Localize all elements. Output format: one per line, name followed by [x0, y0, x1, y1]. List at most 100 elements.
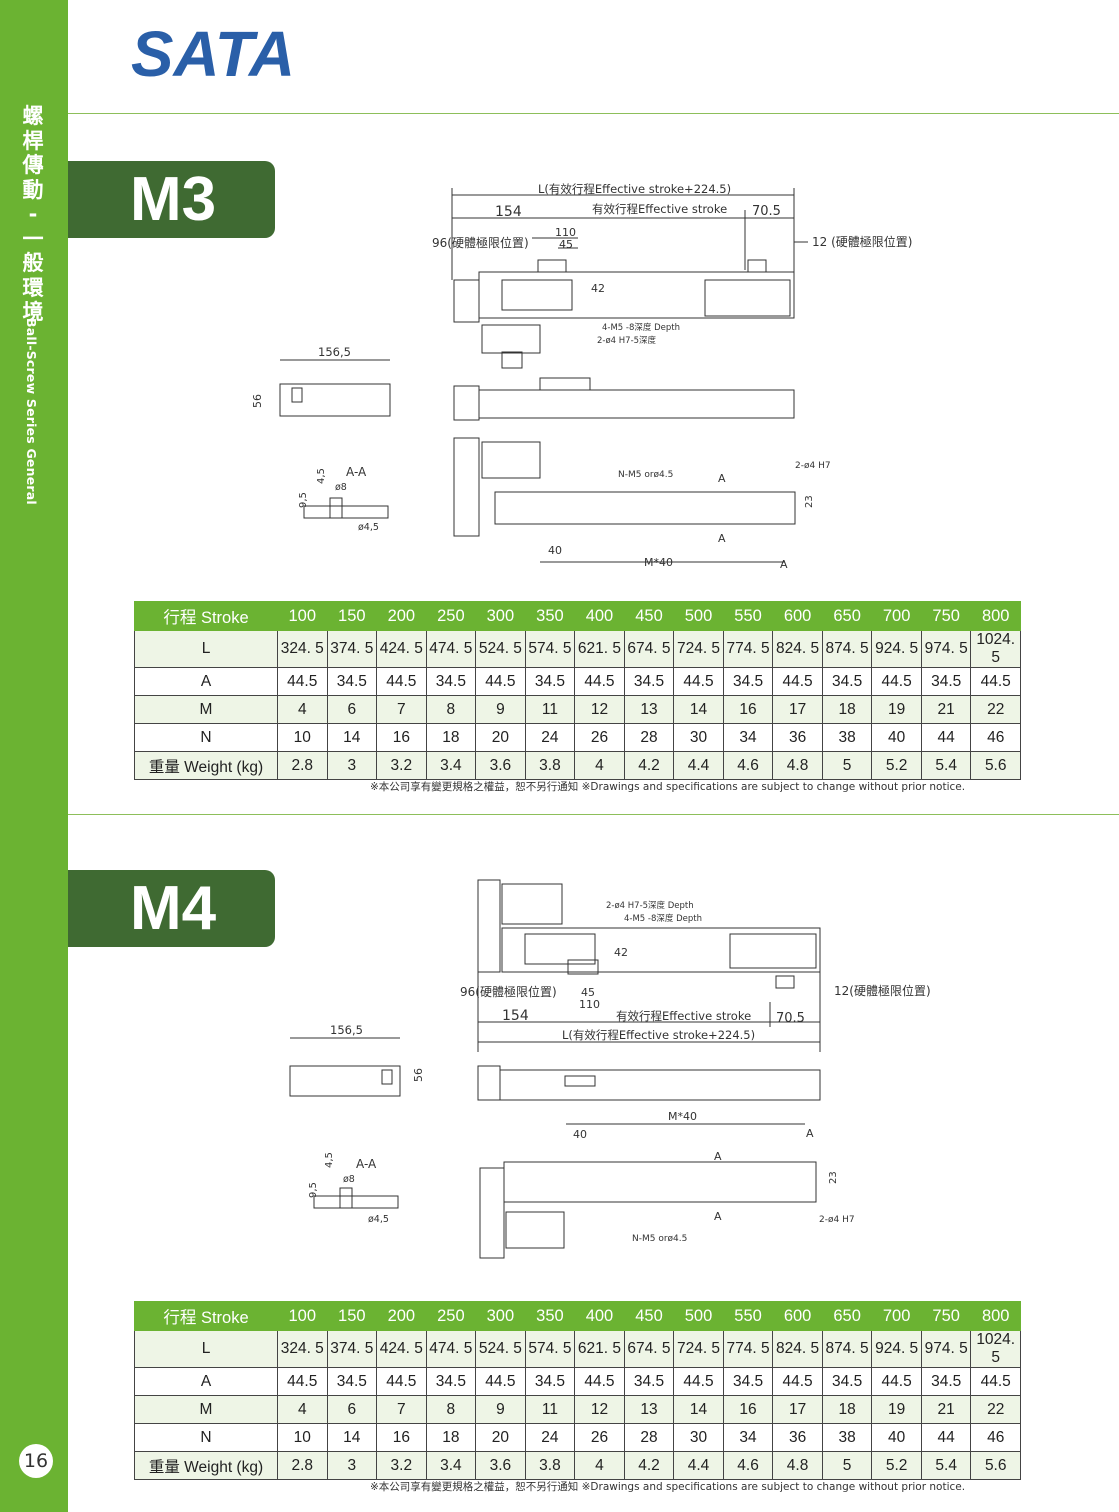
table-header-row: 行程 Stroke 100 150 200 250 300 350 400 45… [134, 1301, 1021, 1331]
stroke-cell: 500 [673, 1301, 724, 1331]
table-cell: 374. 5 [326, 630, 378, 668]
table-cell: 38 [821, 723, 873, 752]
table-cell: 3 [326, 1451, 378, 1480]
table-cell: 34.5 [821, 1367, 873, 1396]
dim-110: 110 [555, 226, 576, 239]
table-cell: 5.2 [871, 1451, 922, 1480]
table-cell: 3.4 [425, 751, 477, 780]
table-cell: 34 [722, 1423, 774, 1452]
table-cell: 4.6 [722, 751, 774, 780]
table-cell: 13 [623, 695, 675, 724]
table-cell: 11 [524, 1395, 576, 1424]
note-h7: 2-ø4 H7-5深度 [597, 335, 657, 346]
table-cell: 44.5 [277, 667, 328, 696]
stroke-cell: 650 [821, 1301, 873, 1331]
note-m5: 4-M5 -8深度 Depth [624, 913, 702, 924]
table-cell: 2.8 [277, 1451, 328, 1480]
table-cell: 16 [376, 723, 427, 752]
dim-12: 12(硬體極限位置) [834, 983, 931, 998]
page-number: 16 [19, 1444, 53, 1478]
table-cell: 4 [574, 751, 625, 780]
table-cell: 18 [425, 723, 477, 752]
stroke-cell: 550 [722, 1301, 774, 1331]
stroke-cell: 300 [475, 1301, 526, 1331]
table-cell: 1024. 5 [970, 630, 1021, 668]
table-cell: 474. 5 [425, 1330, 477, 1368]
note-nm5: N-M5 orø4.5 [632, 1234, 687, 1244]
table-cell: 34.5 [425, 1367, 477, 1396]
table-cell: 10 [277, 723, 328, 752]
stroke-cell: 500 [673, 601, 724, 631]
table-cell: 4 [277, 695, 328, 724]
stroke-cell: 750 [920, 1301, 972, 1331]
table-cell: 7 [376, 1395, 427, 1424]
table-cell: 46 [970, 1423, 1021, 1452]
sidebar-char: 境 [22, 300, 44, 324]
table-cell: 14 [326, 1423, 378, 1452]
table-cell: 14 [673, 695, 724, 724]
row-label: 重量 Weight (kg) [134, 1451, 278, 1480]
dim-4: ø4,5 [358, 522, 379, 533]
dim-56: 56 [251, 394, 264, 408]
dim-m40: M*40 [668, 1110, 697, 1123]
dim-42: 42 [591, 282, 605, 295]
table-cell: 38 [821, 1423, 873, 1452]
row-label: N [134, 1423, 278, 1452]
note-h7: 2-ø4 H7-5深度 Depth [606, 900, 694, 911]
table-cell: 19 [871, 695, 922, 724]
dim-stroke: 有效行程Effective stroke [592, 202, 727, 216]
table-cell: 34 [722, 723, 774, 752]
table-cell: 46 [970, 723, 1021, 752]
m3-drawing: L(有效行程Effective stroke+224.5) 154 有效行程Ef… [251, 182, 912, 571]
sidebar-char: 一 [22, 226, 44, 251]
dim-stroke: 有效行程Effective stroke [616, 1009, 751, 1023]
table-cell: 5 [821, 1451, 873, 1480]
label-a: A [714, 1210, 722, 1223]
table-cell: 674. 5 [623, 1330, 675, 1368]
table-cell: 3.8 [524, 1451, 576, 1480]
table-cell: 824. 5 [772, 630, 823, 668]
sidebar-char: 螺 [22, 104, 44, 128]
table-row: L 324. 5 374. 5 424. 5 474. 5 524. 5 574… [134, 630, 1021, 668]
table-cell: 874. 5 [821, 1330, 873, 1368]
stroke-cell: 600 [772, 1301, 823, 1331]
label-a: A [718, 472, 726, 485]
table-row: 重量 Weight (kg) 2.8 3 3.2 3.4 3.6 3.8 4 4… [134, 1451, 1021, 1480]
table-cell: 17 [772, 695, 823, 724]
label-a: A [714, 1150, 722, 1163]
table-cell: 28 [623, 1423, 675, 1452]
table-cell: 44.5 [475, 1367, 526, 1396]
table-row: A 44.5 34.5 44.5 34.5 44.5 34.5 44.5 34.… [134, 1367, 1021, 1396]
dim-45s: 4,5 [316, 468, 327, 484]
table-cell: 28 [623, 723, 675, 752]
note-h7b: 2-ø4 H7 [819, 1215, 855, 1225]
table-cell: 44.5 [574, 1367, 625, 1396]
table-cell: 774. 5 [722, 1330, 774, 1368]
sidebar-char: 般 [22, 251, 44, 275]
table-cell: 40 [871, 1423, 922, 1452]
table-cell: 5.6 [970, 751, 1021, 780]
table-cell: 34.5 [722, 1367, 774, 1396]
table-cell: 5.4 [920, 751, 972, 780]
note-nm5: N-M5 orø4.5 [618, 470, 673, 480]
dim-23: 23 [804, 495, 815, 508]
stroke-cell: 800 [970, 601, 1021, 631]
stroke-cell: 800 [970, 1301, 1021, 1331]
table-cell: 5.4 [920, 1451, 972, 1480]
dim-45s: 4,5 [324, 1152, 335, 1168]
table-cell: 4.2 [623, 751, 675, 780]
sidebar-char: - [28, 202, 38, 226]
table-cell: 40 [871, 723, 922, 752]
divider [68, 113, 1119, 114]
dim-45: 45 [559, 238, 573, 251]
note-m5: 4-M5 -8深度 Depth [602, 322, 680, 333]
stroke-cell: 350 [524, 1301, 576, 1331]
table-cell: 11 [524, 695, 576, 724]
table-row: N 10 14 16 18 20 24 26 28 30 34 36 38 40… [134, 723, 1021, 752]
table-cell: 44.5 [871, 667, 922, 696]
model-tag-m3: M3 [68, 161, 275, 238]
table-cell: 44.5 [277, 1367, 328, 1396]
table-cell: 5.2 [871, 751, 922, 780]
label-a: A [718, 532, 726, 545]
stroke-cell: 100 [277, 1301, 328, 1331]
